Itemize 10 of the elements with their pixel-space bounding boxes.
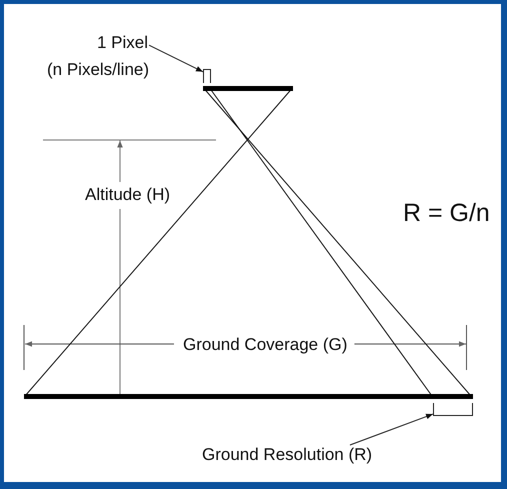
pixels-per-line-label: (n Pixels/line) [47,60,150,80]
altitude-label: Altitude (H) [85,185,170,205]
leader-line [148,44,204,72]
ground-resolution-bracket [433,403,473,416]
pixel-outline [203,69,211,83]
ground-resolution-label: Ground Resolution (R) [202,445,372,465]
pixel-label: 1 Pixel [97,32,148,52]
leader-line [349,414,434,446]
coverage-label: Ground Coverage (G) [183,334,348,354]
formula-text: R = G/n [403,199,490,228]
